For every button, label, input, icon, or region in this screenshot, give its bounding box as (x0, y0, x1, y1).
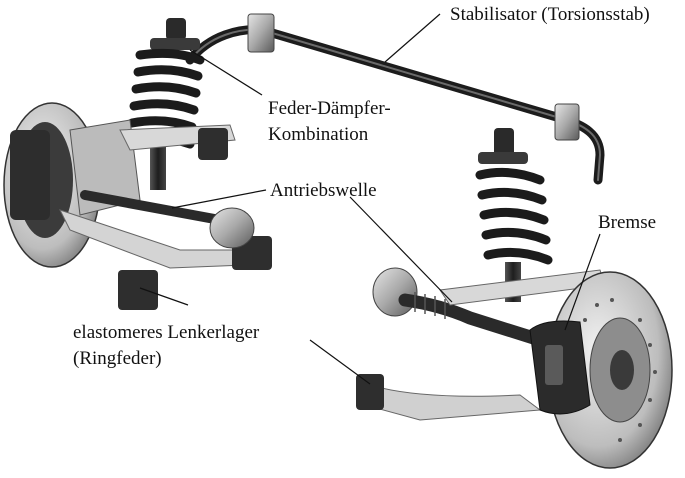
label-lenkerlager-line1: elastomeres Lenkerlager (73, 322, 260, 343)
right-bushing (356, 374, 384, 410)
drive-shaft-right (372, 267, 547, 347)
label-feder-daempfer-line1: Feder-Dämpfer- (268, 98, 391, 119)
stabilizer-bracket-left (247, 13, 275, 53)
stabilizer-bracket-right (554, 103, 580, 141)
right-lower-arm (364, 384, 542, 421)
left-brake-caliper (10, 130, 50, 220)
label-feder-daempfer-line2: Kombination (268, 124, 369, 145)
stabilizer-bar (185, 13, 605, 185)
leader-stabilisator (384, 13, 441, 63)
drive-shaft-left (80, 190, 255, 249)
left-wheel-assembly (3, 102, 272, 310)
leader-bremse (564, 233, 601, 331)
leader-lenkerlager-left (139, 287, 189, 306)
leader-antriebswelle-right (349, 196, 453, 303)
label-bremse: Bremse (598, 212, 657, 233)
label-stabilisator: Stabilisator (Torsionsstab) (450, 4, 650, 25)
label-antriebswelle: Antriebswelle (270, 180, 377, 201)
leader-lines (139, 13, 601, 385)
leader-antriebswelle-left (171, 189, 267, 209)
right-brake (529, 271, 673, 469)
leader-feder-daempfer (189, 49, 263, 96)
label-lenkerlager-line2: (Ringfeder) (73, 348, 162, 369)
right-arms (356, 269, 606, 421)
leader-lenkerlager-right (309, 339, 371, 385)
spring-damper-left (125, 18, 205, 190)
spring-damper-right (475, 128, 553, 302)
left-bushing (118, 270, 158, 310)
